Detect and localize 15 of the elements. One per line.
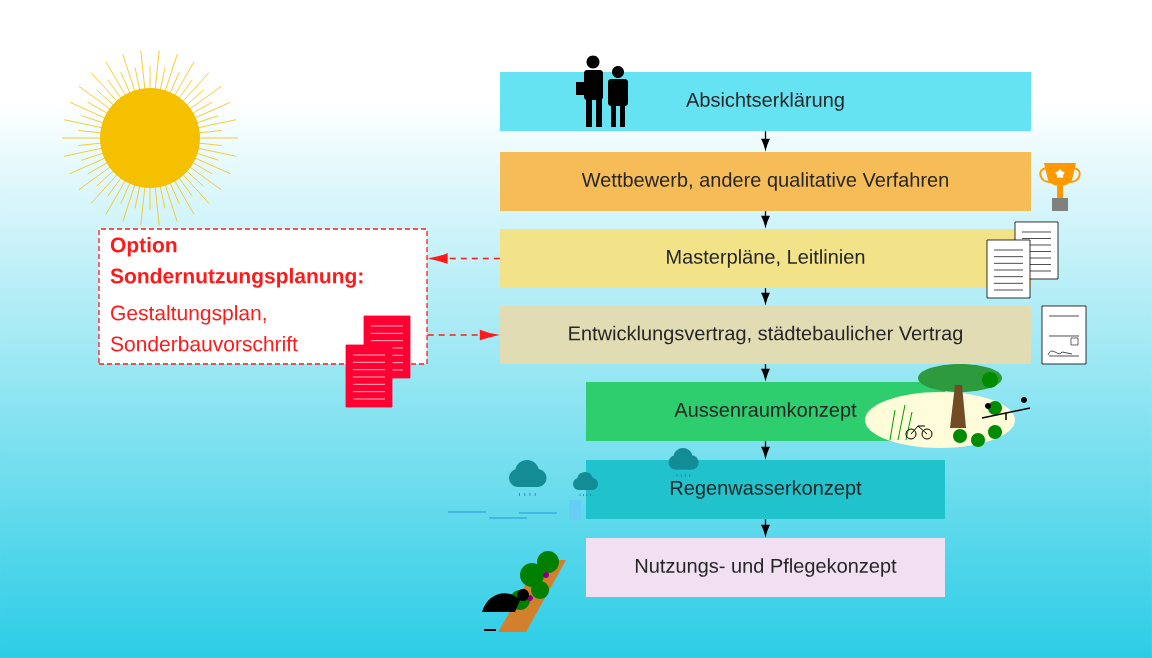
process-box: Masterpläne, Leitlinien	[500, 229, 1031, 288]
arrow	[761, 210, 770, 227]
arrow	[761, 440, 770, 458]
process-box: Wettbewerb, andere qualitative Verfahren	[500, 152, 1031, 211]
process-box: Entwicklungsvertrag, städtebaulicher Vertrag	[500, 306, 1031, 364]
option-box: Option Sondernutzungsplanung: Gestaltungsplan, Sonderbauvorschrift	[98, 228, 428, 365]
arrow	[761, 130, 770, 150]
arrow	[761, 287, 770, 304]
arrow	[761, 518, 770, 536]
process-box: Absichtserklärung	[500, 72, 1031, 131]
arrow	[430, 253, 501, 264]
arrow	[427, 329, 497, 341]
process-box: Regenwasserkonzept	[586, 460, 945, 519]
arrow	[761, 363, 770, 380]
process-box: Nutzungs- und Pflegekonzept	[586, 538, 945, 597]
